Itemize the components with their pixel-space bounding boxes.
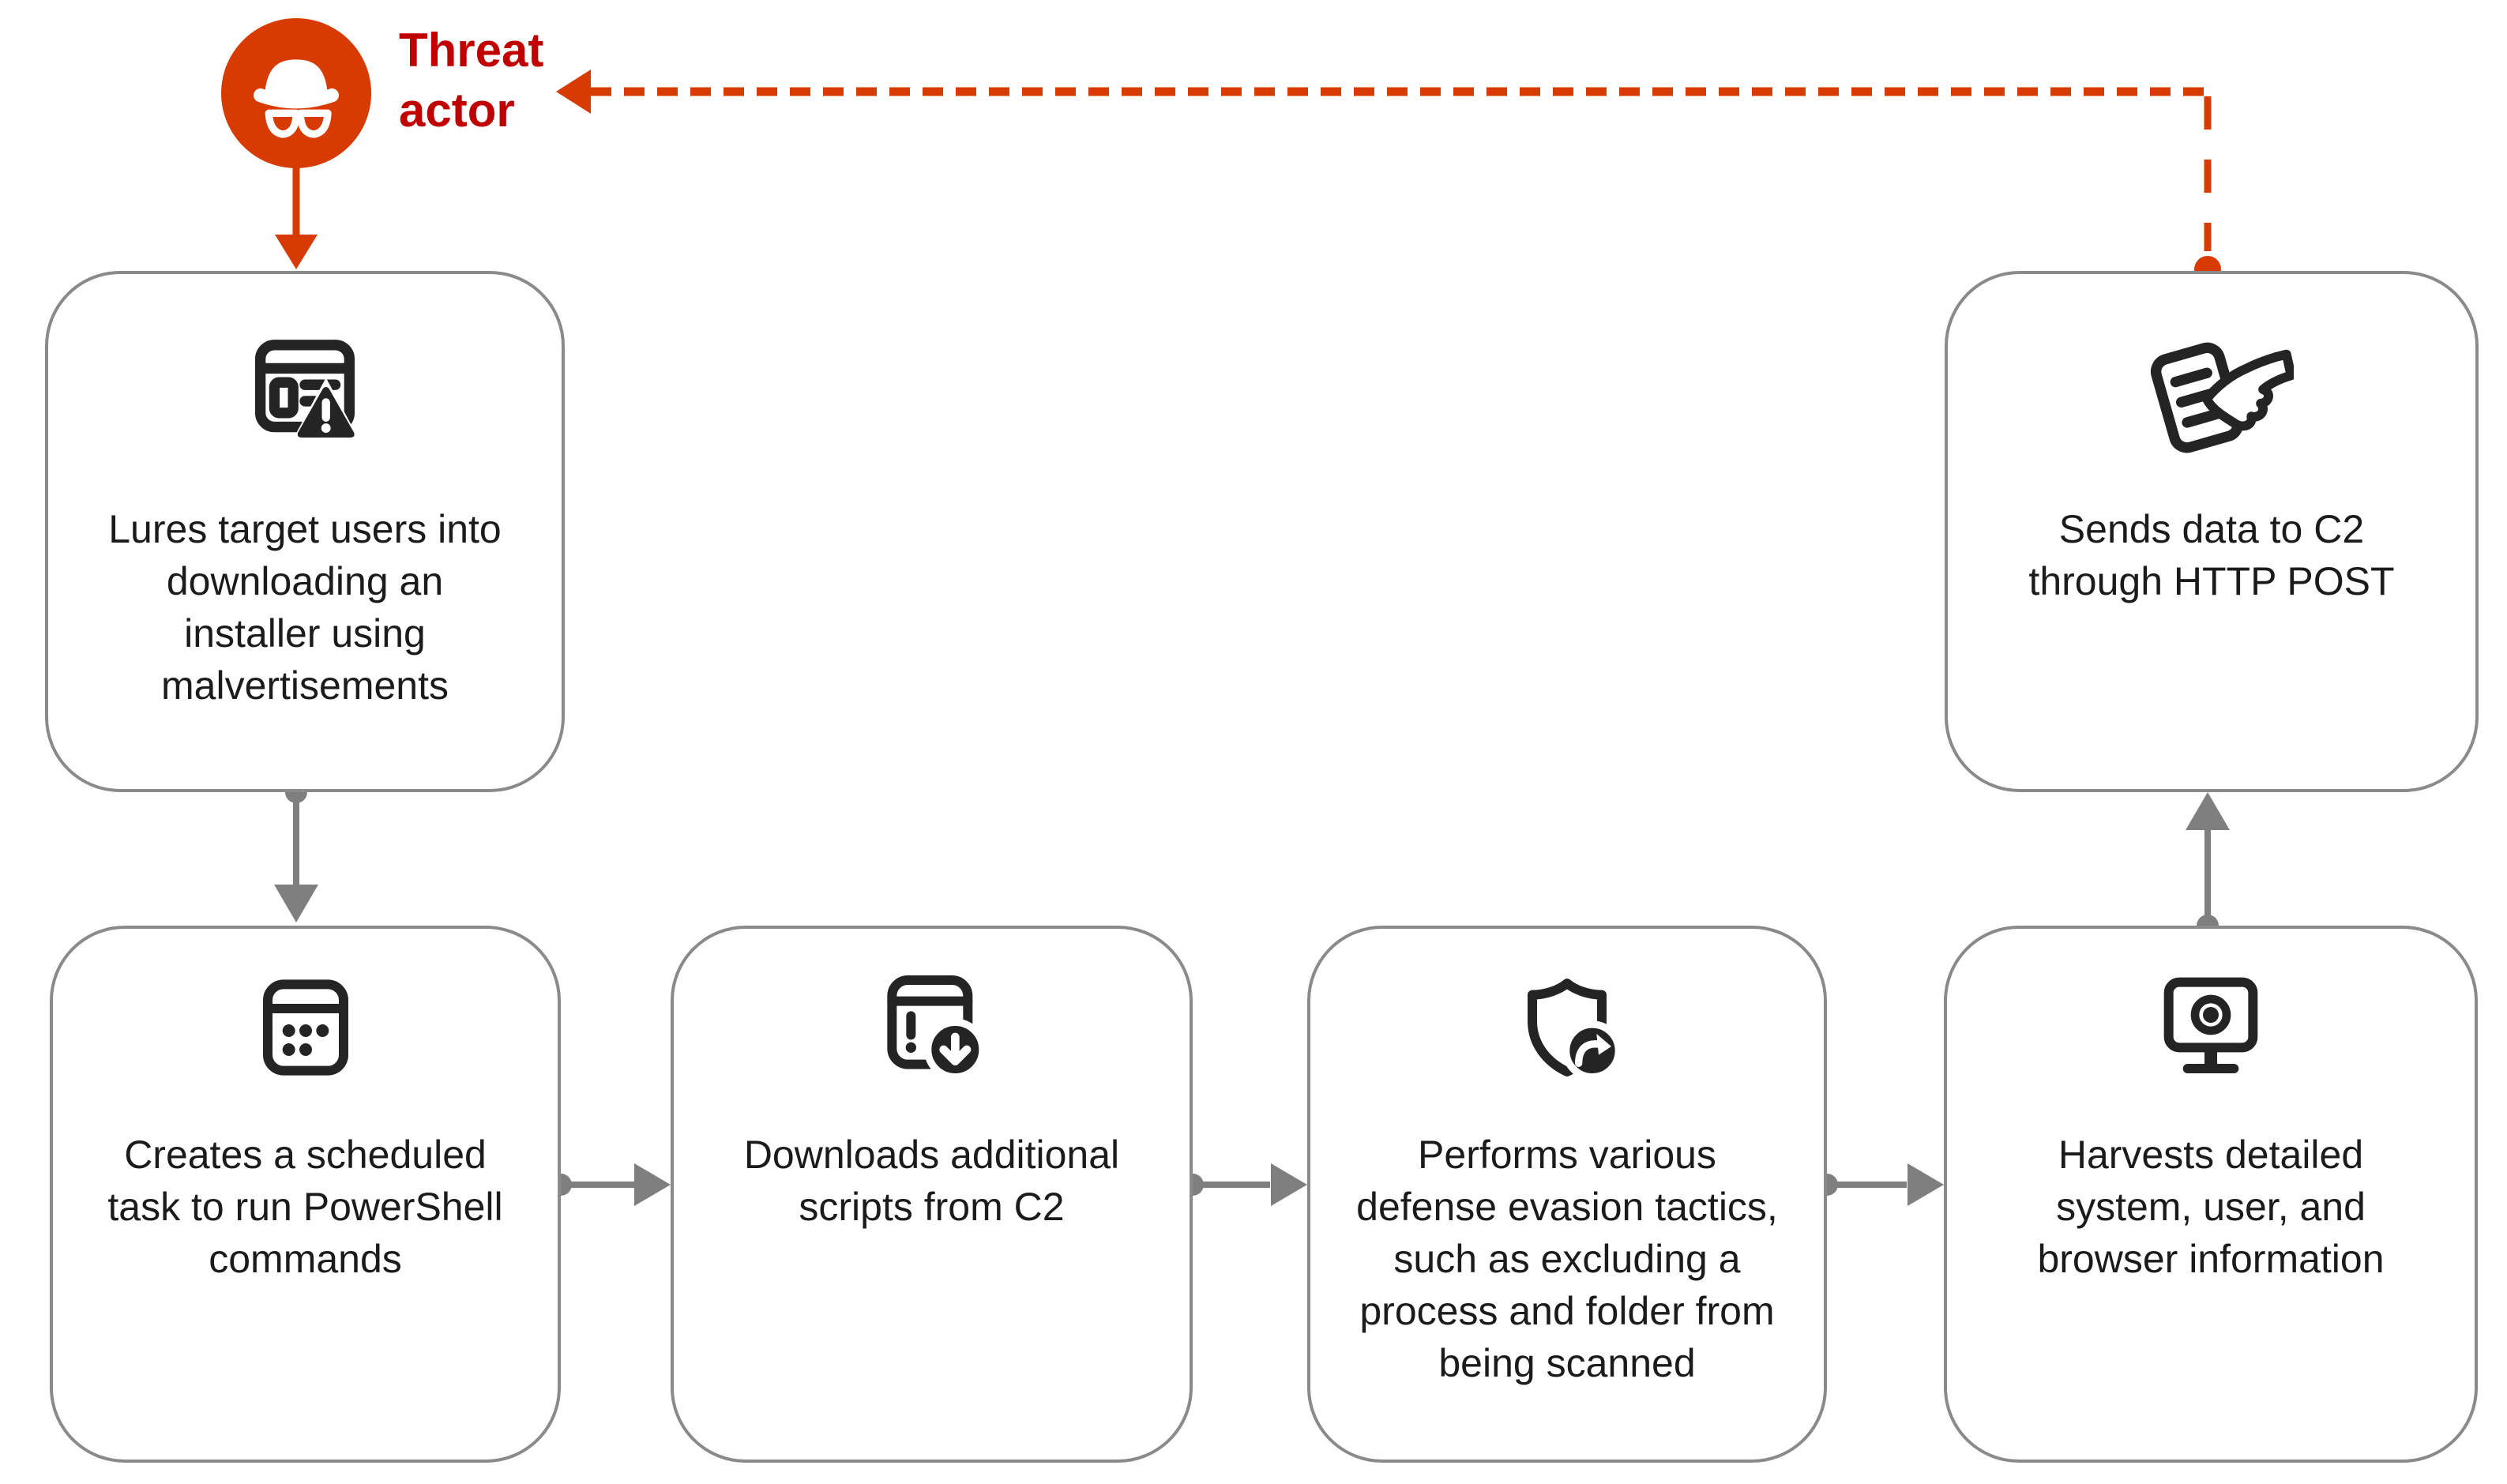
step-label-exfiltrate: Sends data to C2 through HTTP POST <box>2028 507 2395 603</box>
browser-ad-warning-icon <box>235 328 375 470</box>
connector-lure-to-scheduled-task <box>274 781 318 922</box>
arrow-exfiltrate-to-threat-actor <box>556 70 2221 283</box>
threat-actor-avatar <box>221 18 371 168</box>
step-label-defense-evasion: Performs various defense evasion tactics… <box>1356 1133 1778 1385</box>
step-box-lure: Lures target users into downloading an i… <box>45 271 565 792</box>
step-box-harvest: Harvests detailed system, user, and brow… <box>1944 926 2478 1463</box>
step-label-scheduled-task: Creates a scheduled task to run PowerShe… <box>107 1133 503 1281</box>
shield-redirect-icon <box>1504 965 1630 1095</box>
app-window-download-icon <box>869 965 995 1095</box>
step-label-lure: Lures target users into downloading an i… <box>108 507 502 708</box>
connector-harvest-to-exfiltrate <box>2186 792 2230 937</box>
step-label-download-scripts: Downloads additional scripts from C2 <box>743 1133 1120 1229</box>
step-box-download-scripts: Downloads additional scripts from C2 <box>671 926 1193 1463</box>
document-in-hand-icon <box>2129 328 2294 470</box>
arrow-threat-actor-to-lure <box>275 166 318 269</box>
connector-defense-evasion-to-harvest <box>1816 1163 1944 1206</box>
calendar-icon <box>242 965 369 1095</box>
step-label-harvest: Harvests detailed system, user, and brow… <box>2037 1133 2385 1281</box>
step-box-defense-evasion: Performs various defense evasion tactics… <box>1307 926 1827 1463</box>
step-box-scheduled-task: Creates a scheduled task to run PowerShe… <box>50 926 561 1463</box>
step-box-exfiltrate: Sends data to C2 through HTTP POST <box>1945 271 2479 792</box>
connector-download-scripts-to-defense-evasion <box>1182 1163 1307 1206</box>
incognito-user-icon <box>254 59 339 138</box>
threat-actor-label: Threat actor <box>399 24 544 137</box>
connector-scheduled-task-to-download-scripts <box>550 1163 671 1206</box>
monitor-eye-icon <box>2148 965 2274 1095</box>
